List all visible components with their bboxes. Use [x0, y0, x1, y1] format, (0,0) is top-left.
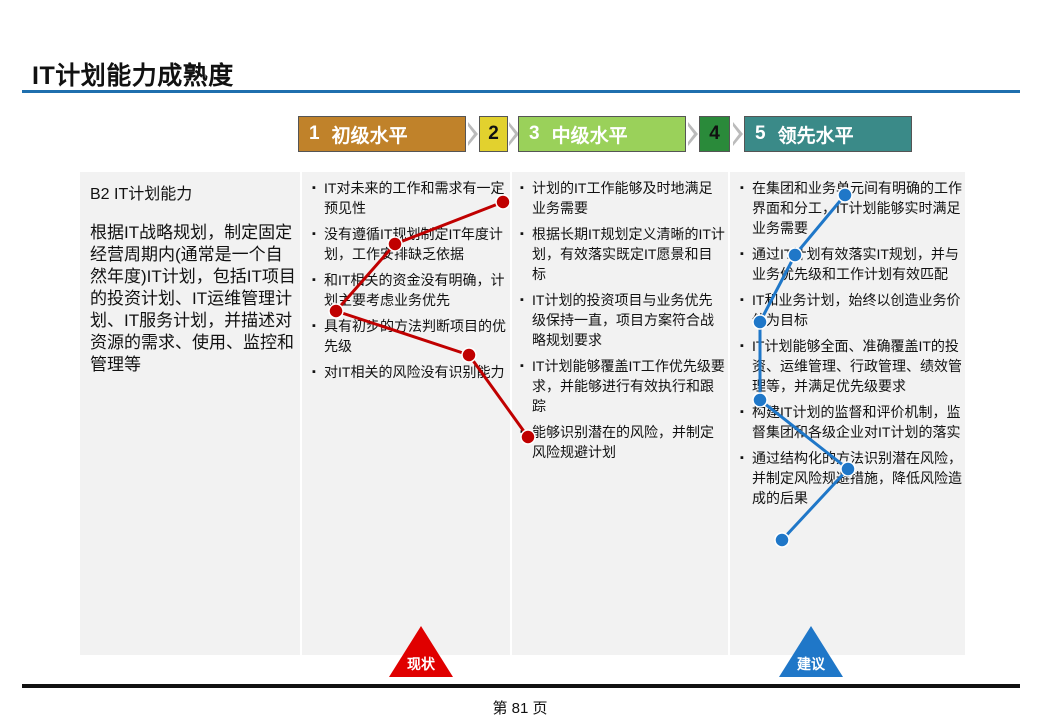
level-1-list: IT对未来的工作和需求有一定预见性 没有遵循IT规划制定IT年度计划，工作安排缺… — [312, 178, 507, 388]
stage-3-label: 中级水平 — [551, 125, 628, 147]
page-title: IT计划能力成熟度 — [32, 62, 234, 90]
chevron-right-icon — [468, 122, 478, 146]
list-item: 在集团和业务单元间有明确的工作界面和分工，IT计划能够实时满足业务需要 — [740, 178, 962, 238]
suggested-state-point — [774, 532, 790, 548]
list-item: IT对未来的工作和需求有一定预见性 — [312, 178, 507, 218]
list-item: 根据长期IT规划定义清晰的IT计划，有效落实既定IT愿景和目标 — [520, 224, 726, 284]
current-state-point — [520, 429, 536, 445]
stage-4: 4 — [699, 116, 730, 152]
list-item: 构建IT计划的监督和评价机制，监督集团和各级企业对IT计划的落实 — [740, 402, 962, 442]
suggested-state-triangle — [779, 626, 843, 677]
stage-1-number: 1 — [309, 123, 320, 144]
current-state-point — [387, 236, 403, 252]
suggested-state-line — [758, 194, 850, 542]
level-5-list: 在集团和业务单元间有明确的工作界面和分工，IT计划能够实时满足业务需要 通过IT… — [740, 178, 962, 514]
current-state-triangle — [389, 626, 453, 677]
suggested-state-point — [837, 187, 853, 203]
list-item: IT计划的投资项目与业务优先级保持一直，项目方案符合战略规划要求 — [520, 290, 726, 350]
stage-2: 2 — [479, 116, 508, 152]
stage-1: 1 初级水平 — [298, 116, 466, 152]
capability-name: B2 IT计划能力 — [90, 186, 193, 203]
page-number: 第 81 页 — [492, 700, 548, 717]
title-divider — [22, 90, 1020, 93]
suggested-state-point — [752, 314, 768, 330]
current-state-line — [334, 200, 530, 438]
stage-2-number: 2 — [488, 123, 499, 144]
stage-5: 5 领先水平 — [744, 116, 912, 152]
stage-1-label: 初级水平 — [331, 125, 408, 147]
capability-column — [80, 172, 300, 655]
chevron-right-icon — [733, 122, 743, 146]
list-item: 通过结构化的方法识别潜在风险，并制定风险规避措施，降低风险造成的后果 — [740, 448, 962, 508]
suggested-state-point — [752, 392, 768, 408]
chevron-right-icon — [509, 122, 519, 146]
stage-5-number: 5 — [755, 123, 766, 144]
current-state-label: 现状 — [407, 656, 435, 672]
list-item: 能够识别潜在的风险，并制定风险规避计划 — [520, 422, 726, 462]
list-item: 计划的IT工作能够及时地满足业务需要 — [520, 178, 726, 218]
list-item: 和IT相关的资金没有明确，计划主要考虑业务优先 — [312, 270, 507, 310]
current-state-point — [328, 303, 344, 319]
list-item: IT计划能够覆盖IT工作优先级要求，并能够进行有效执行和跟踪 — [520, 356, 726, 416]
current-state-point — [495, 194, 511, 210]
suggested-state-point — [840, 461, 856, 477]
capability-description: 根据IT战略规划，制定固定经营周期内(通常是一个自然年度)IT计划，包括IT项目… — [90, 223, 296, 374]
stage-3: 3 中级水平 — [518, 116, 686, 152]
list-item: IT计划能够全面、准确覆盖IT的投资、运维管理、行政管理、绩效管理等，并满足优先… — [740, 336, 962, 396]
current-state-point — [461, 347, 477, 363]
footer-divider — [22, 684, 1020, 688]
list-item: 对IT相关的风险没有识别能力 — [312, 362, 507, 382]
stage-5-label: 领先水平 — [777, 125, 854, 147]
list-item: 没有遵循IT规划制定IT年度计划，工作安排缺乏依据 — [312, 224, 507, 264]
suggested-state-point — [787, 247, 803, 263]
stage-4-number: 4 — [709, 123, 720, 144]
suggested-state-label: 建议 — [797, 656, 825, 672]
stage-3-number: 3 — [529, 123, 540, 144]
chevron-right-icon — [688, 122, 698, 146]
list-item: 通过IT计划有效落实IT规划，并与业务优先级和工作计划有效匹配 — [740, 244, 962, 284]
level-3-list: 计划的IT工作能够及时地满足业务需要 根据长期IT规划定义清晰的IT计划，有效落… — [520, 178, 726, 468]
